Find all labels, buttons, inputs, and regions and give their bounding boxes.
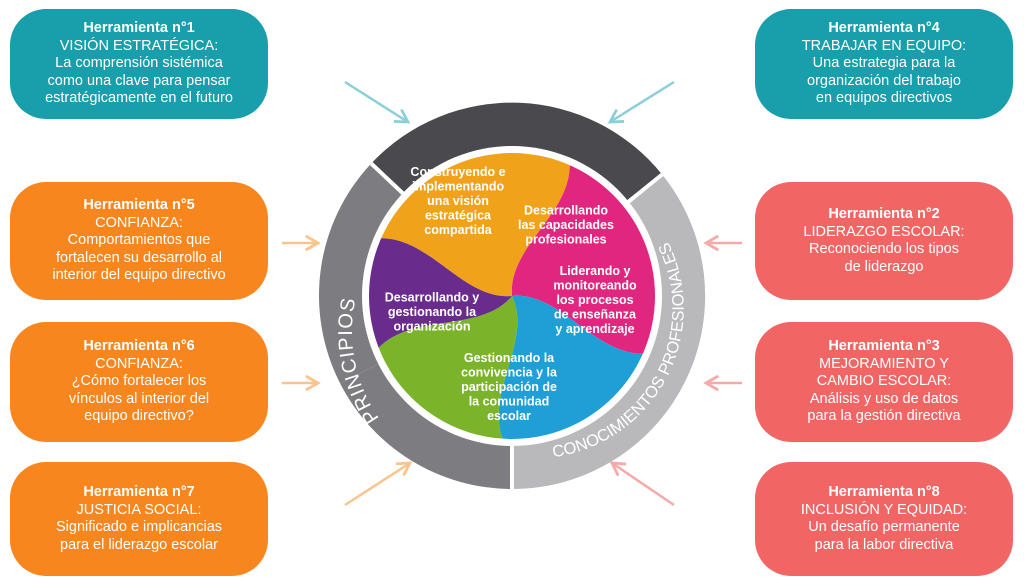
tool-box-5[interactable]: Herramienta n°5 CONFIANZA: Comportamient… [10, 182, 268, 300]
tool-line: La comprensión sistémica [55, 55, 223, 72]
wheel-label-line: Liderando y [560, 264, 631, 278]
tool-title: Herramienta n°8 [828, 484, 940, 500]
tool-line: para la labor directiva [814, 536, 954, 553]
wheel-label-line: Construyendo e [410, 165, 505, 179]
tool-line: vínculos al interior del [68, 390, 210, 407]
tool-line: de liderazgo [844, 258, 924, 275]
wheel-label-line: escolar [487, 409, 531, 423]
tool-line: ¿Cómo fortalecer los [71, 373, 207, 390]
tool-line: Comportamientos que [67, 232, 211, 249]
tool-title: Herramienta n°5 [83, 197, 195, 214]
tool-title: Herramienta n°6 [83, 338, 195, 355]
wheel-label-line: Desarrollando [524, 204, 608, 218]
tool-box-2[interactable]: Herramienta n°2 LIDERAZGO ESCOLAR: Recon… [755, 182, 1013, 300]
tool-line: Reconociendo los tipos [809, 241, 959, 257]
arrow-tool-1 [344, 80, 411, 124]
arrow-tool-7 [344, 461, 413, 507]
tool-line: LIDERAZGO ESCOLAR: [803, 223, 965, 240]
tool-title: Herramienta n°4 [828, 20, 940, 37]
tool-line: para el liderazgo escolar [60, 536, 218, 553]
tool-line: Un desafío permanente [808, 519, 960, 535]
wheel-label-line: compartida [424, 223, 492, 237]
tool-line: para la gestión directiva [807, 408, 961, 425]
wheel-label-line: Gestionando la [464, 351, 555, 365]
tool-box-3[interactable]: Herramienta n°3 MEJORAMIENTO Y CAMBIO ES… [755, 322, 1013, 442]
wheel-label-line: la comunidad [469, 395, 550, 409]
wheel-label-line: y aprendizaje [555, 322, 634, 336]
wheel-label-line: los procesos [556, 293, 633, 307]
tool-box-6[interactable]: Herramienta n°6 CONFIANZA: ¿Cómo fortale… [10, 322, 268, 442]
tool-line: TRABAJAR EN EQUIPO: [801, 37, 967, 54]
wheel-label-line: profesionales [525, 233, 606, 247]
wheel-wedge-procesos [498, 295, 655, 439]
arrows [282, 80, 742, 507]
tool-line: CONFIANZA: [95, 214, 183, 231]
tool-line: organización del trabajo [807, 72, 961, 89]
tool-line: JUSTICIA SOCIAL: [76, 501, 202, 518]
tool-line: MEJORAMIENTO Y [819, 355, 949, 372]
tool-line: como una clave para pensar [47, 72, 231, 89]
wheel-label-line: monitoreando [553, 279, 637, 293]
tool-line: Análisis y uso de datos [809, 390, 959, 407]
tool-box-4[interactable]: Herramienta n°4 TRABAJAR EN EQUIPO: Una … [755, 9, 1013, 119]
tool-box-7[interactable]: Herramienta n°7 JUSTICIA SOCIAL: Signifi… [10, 462, 268, 576]
wheel-label-line: estratégica [425, 209, 492, 223]
tool-line: CONFIANZA: [95, 355, 183, 372]
tool-box-8[interactable]: Herramienta n°8 INCLUSIÓN Y EQUIDAD: Un … [755, 462, 1013, 576]
tool-line: equipo directivo? [84, 408, 194, 425]
tool-box-1[interactable]: Herramienta n°1 VISIÓN ESTRATÉGICA: La c… [10, 9, 268, 119]
tool-title: Herramienta n°3 [828, 338, 940, 355]
wheel-label-line: una visión [427, 194, 489, 208]
wheel-label-line: Desarrollando y [385, 291, 480, 305]
tool-line: VISIÓN ESTRATÉGICA: [59, 37, 219, 54]
tool-line: fortalecen su desarrollo al [55, 249, 223, 266]
tool-line: estratégicamente en el futuro [45, 90, 233, 107]
wheel-label-line: participación de [461, 380, 557, 394]
tool-title: Herramienta n°7 [83, 484, 195, 500]
tool-line: interior del equipo directivo [52, 267, 226, 284]
wheel-label-line: implementando [412, 180, 505, 194]
wheel-label-line: convivencia y la [461, 366, 558, 380]
tool-line: INCLUSIÓN Y EQUIDAD: [800, 501, 968, 518]
tool-line: Una estrategia para la [812, 55, 956, 72]
tool-line: CAMBIO ESCOLAR: [816, 373, 952, 390]
wheel-label-line: gestionando la [388, 305, 477, 319]
arrow-tool-4 [607, 80, 675, 124]
tool-title: Herramienta n°2 [828, 206, 940, 222]
tool-line: Significado e implicancias [55, 519, 223, 535]
wheel-label-line: organización [393, 320, 470, 334]
wheel-label-line: las capacidades [518, 218, 614, 232]
arrow-tool-8 [609, 461, 675, 507]
tool-title: Herramienta n°1 [83, 20, 195, 37]
wheel-wedge-convivencia [369, 296, 518, 439]
wheel-label-line: de enseñanza [554, 308, 637, 322]
tool-line: en equipos directivos [815, 90, 953, 107]
wheel-wedge-organizacion [369, 238, 512, 364]
